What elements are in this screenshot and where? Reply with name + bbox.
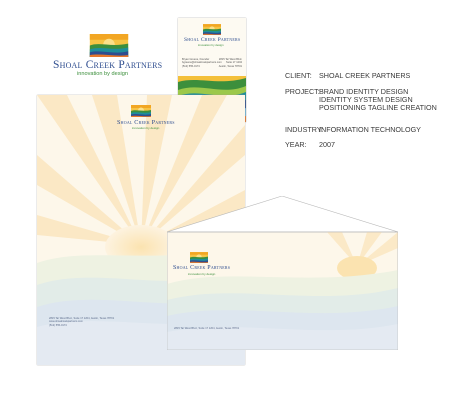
main-brand-name: Shoal Creek Partners xyxy=(53,59,163,71)
info-value: POSITIONING TAGLINE CREATION xyxy=(319,103,437,112)
letterhead-footer-line: (512) 555-0174 xyxy=(49,323,67,327)
envelope-tagline: innovation by design xyxy=(188,272,216,276)
card-contact-line: Bryan Greene, Founder xyxy=(182,58,210,61)
info-value: 2007 xyxy=(319,140,335,149)
letterhead-footer-line: 2815 Tar West Blvd., Suite 17 1204, Aust… xyxy=(49,317,115,320)
letterhead-tagline: innovation by design xyxy=(132,126,160,130)
info-label: PROJECT: xyxy=(285,87,320,96)
card-address: 2815 Tar West Blvd. Suite 17 1204 Austin… xyxy=(219,58,242,68)
envelope-return-address: 2815 Tar West Blvd., Suite 17 1204, Aust… xyxy=(174,327,240,330)
card-address-line: Austin, Texas 78701 xyxy=(218,64,242,68)
logo-mark-icon xyxy=(89,34,129,57)
card-brand-name: Shoal Creek Partners xyxy=(184,37,241,43)
letterhead-footer-line: www.shoalcreekpartners.com xyxy=(49,320,83,324)
card-contact: Bryan Greene, Founder bgreene@shoalcreek… xyxy=(182,58,222,68)
card-contact-line: bgreene@shoalcreekpartners.com xyxy=(182,61,222,65)
card-contact-line: (512) 555-0174 xyxy=(182,64,200,68)
info-value: INFORMATION TECHNOLOGY xyxy=(319,125,421,134)
card-tagline: innovation by design xyxy=(198,43,224,47)
info-value: IDENTITY SYSTEM DESIGN xyxy=(319,95,413,104)
info-label: INDUSTRY: xyxy=(285,125,324,134)
main-tagline: innovation by design xyxy=(77,71,129,77)
card-address-line: 2815 Tar West Blvd. xyxy=(218,58,242,61)
envelope-brand-name: Shoal Creek Partners xyxy=(173,265,231,271)
envelope-logo-icon xyxy=(190,252,208,263)
info-label: CLIENT: xyxy=(285,71,312,80)
info-value: SHOAL CREEK PARTNERS xyxy=(319,71,411,80)
card-address-line: Suite 17 1204 xyxy=(225,61,242,65)
info-label: YEAR: xyxy=(285,140,307,149)
letterhead-logo-icon xyxy=(131,105,151,117)
info-value: BRAND IDENTITY DESIGN xyxy=(319,87,409,96)
letterhead-footer: 2815 Tar West Blvd., Suite 17 1204, Aust… xyxy=(49,317,114,327)
envelope: Shoal Creek Partners innovation by desig… xyxy=(167,196,398,350)
envelope-art xyxy=(167,196,398,350)
letterhead-brand-name: Shoal Creek Partners xyxy=(117,119,175,126)
card-logo-icon xyxy=(203,24,221,35)
